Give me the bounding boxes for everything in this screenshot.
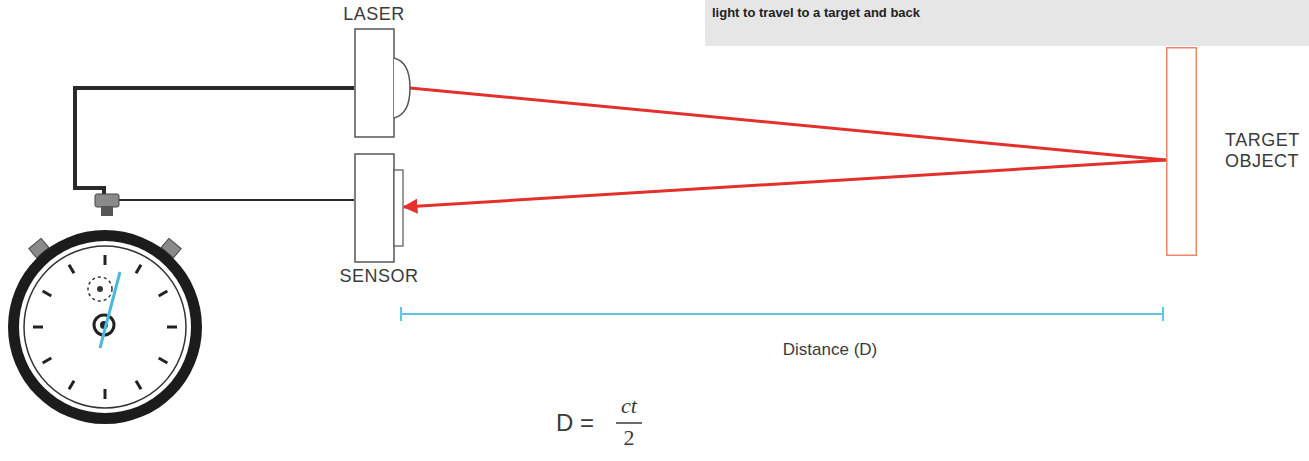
formula-lhs: D = — [556, 409, 594, 437]
stopwatch — [8, 194, 202, 424]
tick — [136, 265, 141, 274]
laser-emitter-outline — [354, 28, 410, 138]
caption-panel — [705, 0, 1309, 46]
node-label: SENSOR — [339, 266, 418, 287]
target-object-outline — [1166, 47, 1197, 256]
tick — [167, 326, 177, 329]
node-label: TARGET OBJECT — [1225, 130, 1309, 171]
caption: light to travel to a target and back — [712, 6, 920, 21]
formula-numerator: ct — [621, 393, 637, 418]
fraction-bar — [616, 422, 642, 424]
light-sensor-outline — [354, 153, 404, 263]
wire — [75, 88, 354, 197]
target-object: TARGET OBJECT — [1166, 47, 1197, 256]
distance-line — [401, 307, 1163, 321]
tick — [159, 358, 168, 363]
tick — [69, 381, 74, 390]
tick — [69, 265, 74, 274]
distance-label: Distance (D) — [783, 340, 877, 360]
formula-denominator: 2 — [624, 425, 635, 450]
light-sensor: SENSOR — [354, 153, 404, 263]
tick — [43, 358, 52, 363]
tick — [104, 255, 107, 265]
tick — [104, 389, 107, 399]
tick — [33, 326, 43, 329]
light-beam — [410, 88, 1166, 160]
laser-emitter: LASER — [354, 28, 410, 138]
tick — [159, 291, 168, 296]
light-beam — [404, 160, 1166, 207]
wire — [112, 197, 354, 200]
node-label: LASER — [343, 4, 405, 25]
tick — [43, 291, 52, 296]
tick — [136, 381, 141, 390]
